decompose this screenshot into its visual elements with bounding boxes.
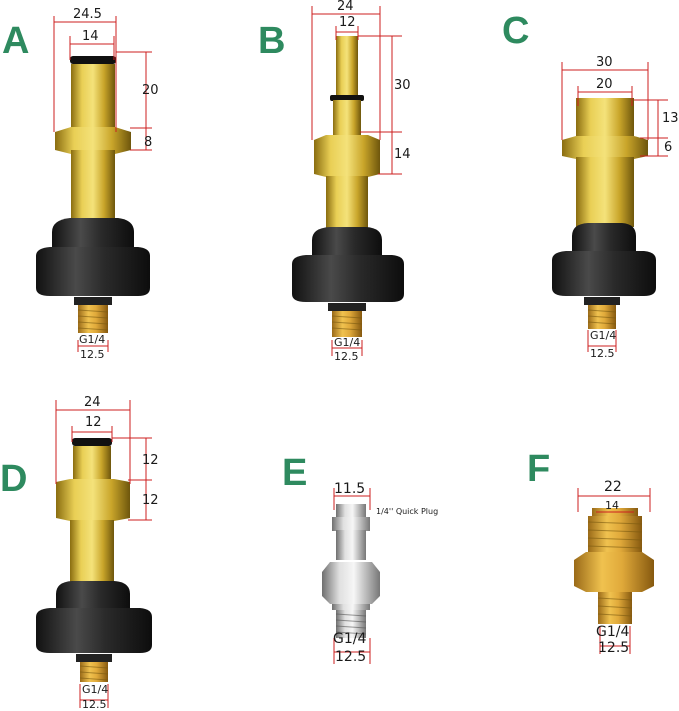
product-c-top-inner: 20 [596, 77, 613, 92]
product-c-thread: G1/4 [590, 329, 617, 342]
product-d-letter: D [0, 458, 28, 500]
product-f-fitting [574, 508, 654, 624]
product-e-fitting [322, 504, 380, 638]
product-b-thread-width: 12.5 [334, 350, 359, 363]
product-c-upper-height: 13 [662, 111, 679, 126]
product-a-top-inner: 14 [82, 29, 99, 44]
product-c-top-outer: 30 [596, 55, 613, 70]
product-b-fitting [292, 36, 404, 337]
product-a-top-outer: 24.5 [73, 7, 102, 22]
product-d-ring-height: 12 [142, 493, 159, 508]
product-e-note: 1/4'' Quick Plug [376, 507, 439, 516]
product-a-ring-height: 8 [144, 135, 153, 150]
product-d-top-outer: 24 [84, 395, 101, 410]
product-e-dimension-lines [333, 488, 371, 664]
product-c-thread-width: 12.5 [590, 347, 615, 360]
product-f-letter: F [527, 448, 551, 490]
product-e-thread-width: 12.5 [335, 649, 367, 665]
product-d-dimension-lines [55, 400, 152, 708]
product-b-top-outer: 24 [337, 0, 354, 14]
product-e-letter: E [282, 452, 308, 494]
product-c-dimension-lines [561, 62, 668, 352]
product-d-top-inner: 12 [85, 415, 102, 430]
product-f-top-inner: 14 [605, 499, 619, 512]
product-a-fitting [36, 56, 150, 333]
product-e-top-outer: 11.5 [334, 481, 366, 497]
product-c-fitting [552, 98, 656, 329]
product-d-upper-height: 12 [142, 453, 159, 468]
product-a-thread: G1/4 [79, 333, 106, 346]
product-b-letter: B [258, 20, 286, 62]
product-a-upper-height: 20 [142, 83, 159, 98]
product-c-letter: C [502, 10, 530, 52]
product-b-top-inner: 12 [339, 15, 356, 30]
product-b-dimension-lines [311, 6, 402, 356]
product-f-thread: G1/4 [596, 624, 630, 640]
product-f-dimension-lines [577, 488, 651, 654]
product-f-thread-width: 12.5 [598, 640, 630, 656]
product-f-top-outer: 22 [604, 479, 622, 495]
product-c-ring-height: 6 [664, 140, 673, 155]
product-d-thread: G1/4 [82, 683, 109, 696]
product-a-letter: A [2, 20, 30, 62]
product-b-thread: G1/4 [334, 336, 361, 349]
product-d-thread-width: 12.5 [82, 698, 107, 711]
product-b-ring-height: 14 [394, 147, 411, 162]
product-a-thread-width: 12.5 [80, 348, 105, 361]
product-b-upper-height: 30 [394, 78, 411, 93]
product-e-thread: G1/4 [333, 631, 367, 647]
product-a-dimension-lines [53, 16, 152, 352]
product-d-fitting [36, 438, 152, 682]
